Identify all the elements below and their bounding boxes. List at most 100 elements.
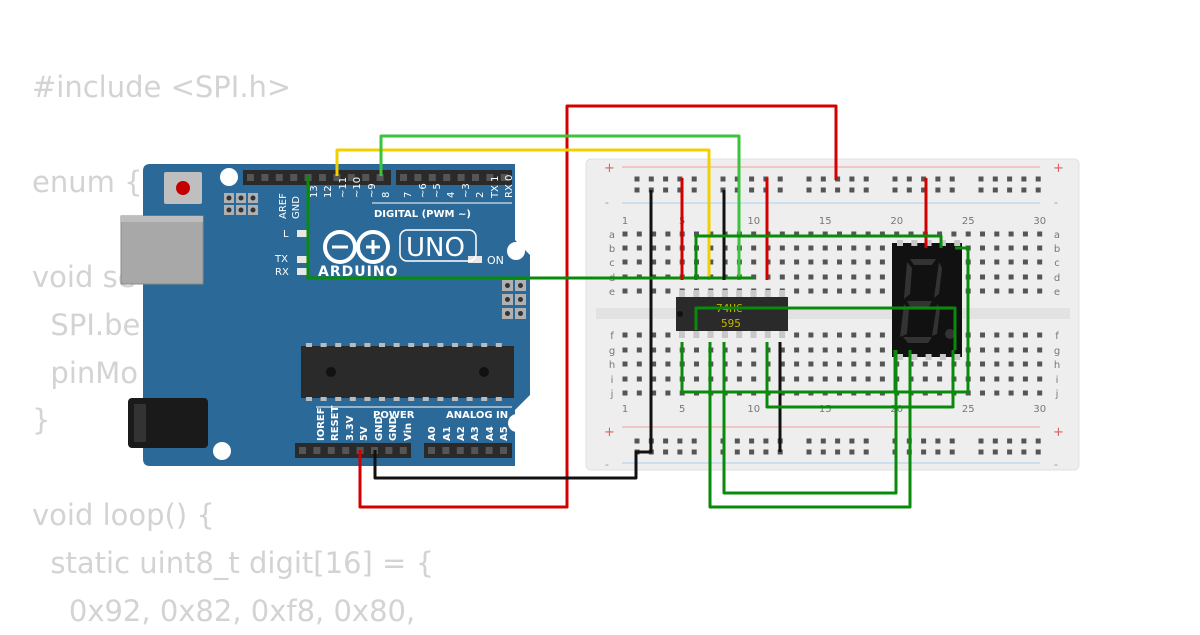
breadboard-hole[interactable] (980, 347, 985, 353)
breadboard-hole[interactable] (994, 274, 1000, 280)
breadboard-hole[interactable] (651, 332, 657, 338)
breadboard-hole[interactable] (794, 347, 800, 353)
breadboard-hole[interactable] (908, 231, 914, 237)
rail-hole[interactable] (978, 176, 984, 182)
breadboard-hole[interactable] (665, 376, 671, 382)
header-pin[interactable] (456, 447, 464, 454)
breadboard-hole[interactable] (622, 259, 628, 265)
rail-hole[interactable] (634, 176, 640, 182)
breadboard-hole[interactable] (865, 288, 871, 294)
rail-hole[interactable] (921, 438, 927, 444)
breadboard-hole[interactable] (794, 376, 800, 382)
breadboard-hole[interactable] (651, 245, 657, 251)
header-pin[interactable] (333, 174, 341, 181)
rail-hole[interactable] (691, 438, 697, 444)
rail-hole[interactable] (663, 187, 669, 193)
breadboard-hole[interactable] (822, 231, 828, 237)
breadboard-hole[interactable] (994, 376, 1000, 382)
breadboard-hole[interactable] (1022, 274, 1028, 280)
breadboard-hole[interactable] (1008, 390, 1014, 396)
breadboard-hole[interactable] (922, 376, 928, 382)
breadboard-hole[interactable] (980, 274, 985, 280)
breadboard-hole[interactable] (837, 288, 842, 294)
breadboard-hole[interactable] (851, 231, 857, 237)
breadboard-hole[interactable] (622, 376, 628, 382)
breadboard-hole[interactable] (808, 274, 814, 280)
breadboard-hole[interactable] (751, 376, 757, 382)
breadboard-hole[interactable] (808, 245, 814, 251)
breadboard-hole[interactable] (651, 259, 657, 265)
rail-hole[interactable] (734, 449, 740, 455)
breadboard-hole[interactable] (665, 231, 671, 237)
rail-hole[interactable] (663, 449, 669, 455)
rail-hole[interactable] (892, 176, 898, 182)
breadboard-hole[interactable] (808, 332, 814, 338)
breadboard-hole[interactable] (694, 376, 699, 382)
breadboard-hole[interactable] (1008, 245, 1014, 251)
breadboard-hole[interactable] (651, 347, 657, 353)
breadboard-hole[interactable] (837, 245, 842, 251)
breadboard-hole[interactable] (879, 376, 885, 382)
breadboard-hole[interactable] (665, 245, 671, 251)
breadboard-hole[interactable] (1022, 259, 1028, 265)
breadboard-hole[interactable] (636, 288, 642, 294)
breadboard-hole[interactable] (636, 361, 642, 367)
breadboard-hole[interactable] (622, 361, 628, 367)
breadboard-hole[interactable] (736, 361, 742, 367)
breadboard-hole[interactable] (822, 332, 828, 338)
breadboard-hole[interactable] (794, 332, 800, 338)
breadboard-hole[interactable] (622, 347, 628, 353)
breadboard-hole[interactable] (779, 245, 785, 251)
rail-hole[interactable] (820, 438, 826, 444)
breadboard-hole[interactable] (779, 376, 785, 382)
rail-hole[interactable] (949, 449, 955, 455)
breadboard-hole[interactable] (851, 245, 857, 251)
header-pin[interactable] (290, 174, 298, 181)
breadboard-hole[interactable] (694, 347, 699, 353)
breadboard-hole[interactable] (622, 231, 628, 237)
rail-hole[interactable] (935, 176, 941, 182)
breadboard-hole[interactable] (865, 332, 871, 338)
rail-hole[interactable] (1035, 176, 1041, 182)
breadboard-hole[interactable] (751, 274, 757, 280)
breadboard-hole[interactable] (622, 245, 628, 251)
breadboard-hole[interactable] (879, 231, 885, 237)
rail-hole[interactable] (1007, 438, 1013, 444)
breadboard-hole[interactable] (994, 259, 1000, 265)
breadboard-hole[interactable] (636, 376, 642, 382)
rail-hole[interactable] (921, 176, 927, 182)
breadboard-hole[interactable] (751, 245, 757, 251)
breadboard-hole[interactable] (1037, 274, 1043, 280)
breadboard-hole[interactable] (937, 231, 943, 237)
breadboard-hole[interactable] (865, 231, 871, 237)
breadboard-hole[interactable] (837, 376, 842, 382)
breadboard-hole[interactable] (636, 245, 642, 251)
breadboard-hole[interactable] (980, 332, 985, 338)
rail-hole[interactable] (777, 176, 783, 182)
rail-hole[interactable] (749, 438, 755, 444)
breadboard-hole[interactable] (837, 332, 842, 338)
breadboard-hole[interactable] (665, 347, 671, 353)
header-pin[interactable] (385, 447, 393, 454)
header-pin[interactable] (485, 447, 493, 454)
breadboard-hole[interactable] (980, 231, 985, 237)
rail-hole[interactable] (720, 176, 726, 182)
rail-hole[interactable] (1021, 176, 1027, 182)
breadboard-hole[interactable] (937, 361, 943, 367)
breadboard-hole[interactable] (794, 245, 800, 251)
header-pin[interactable] (261, 174, 269, 181)
rail-hole[interactable] (1035, 438, 1041, 444)
breadboard-hole[interactable] (1037, 390, 1043, 396)
breadboard-hole[interactable] (794, 231, 800, 237)
breadboard-hole[interactable] (1022, 347, 1028, 353)
breadboard-hole[interactable] (1037, 245, 1043, 251)
breadboard-hole[interactable] (851, 288, 857, 294)
header-pin[interactable] (471, 447, 479, 454)
header-pin[interactable] (443, 174, 451, 181)
breadboard-hole[interactable] (879, 274, 885, 280)
breadboard-hole[interactable] (951, 231, 957, 237)
breadboard-hole[interactable] (708, 245, 714, 251)
rail-hole[interactable] (634, 187, 640, 193)
breadboard-hole[interactable] (1008, 361, 1014, 367)
rail-hole[interactable] (1035, 449, 1041, 455)
